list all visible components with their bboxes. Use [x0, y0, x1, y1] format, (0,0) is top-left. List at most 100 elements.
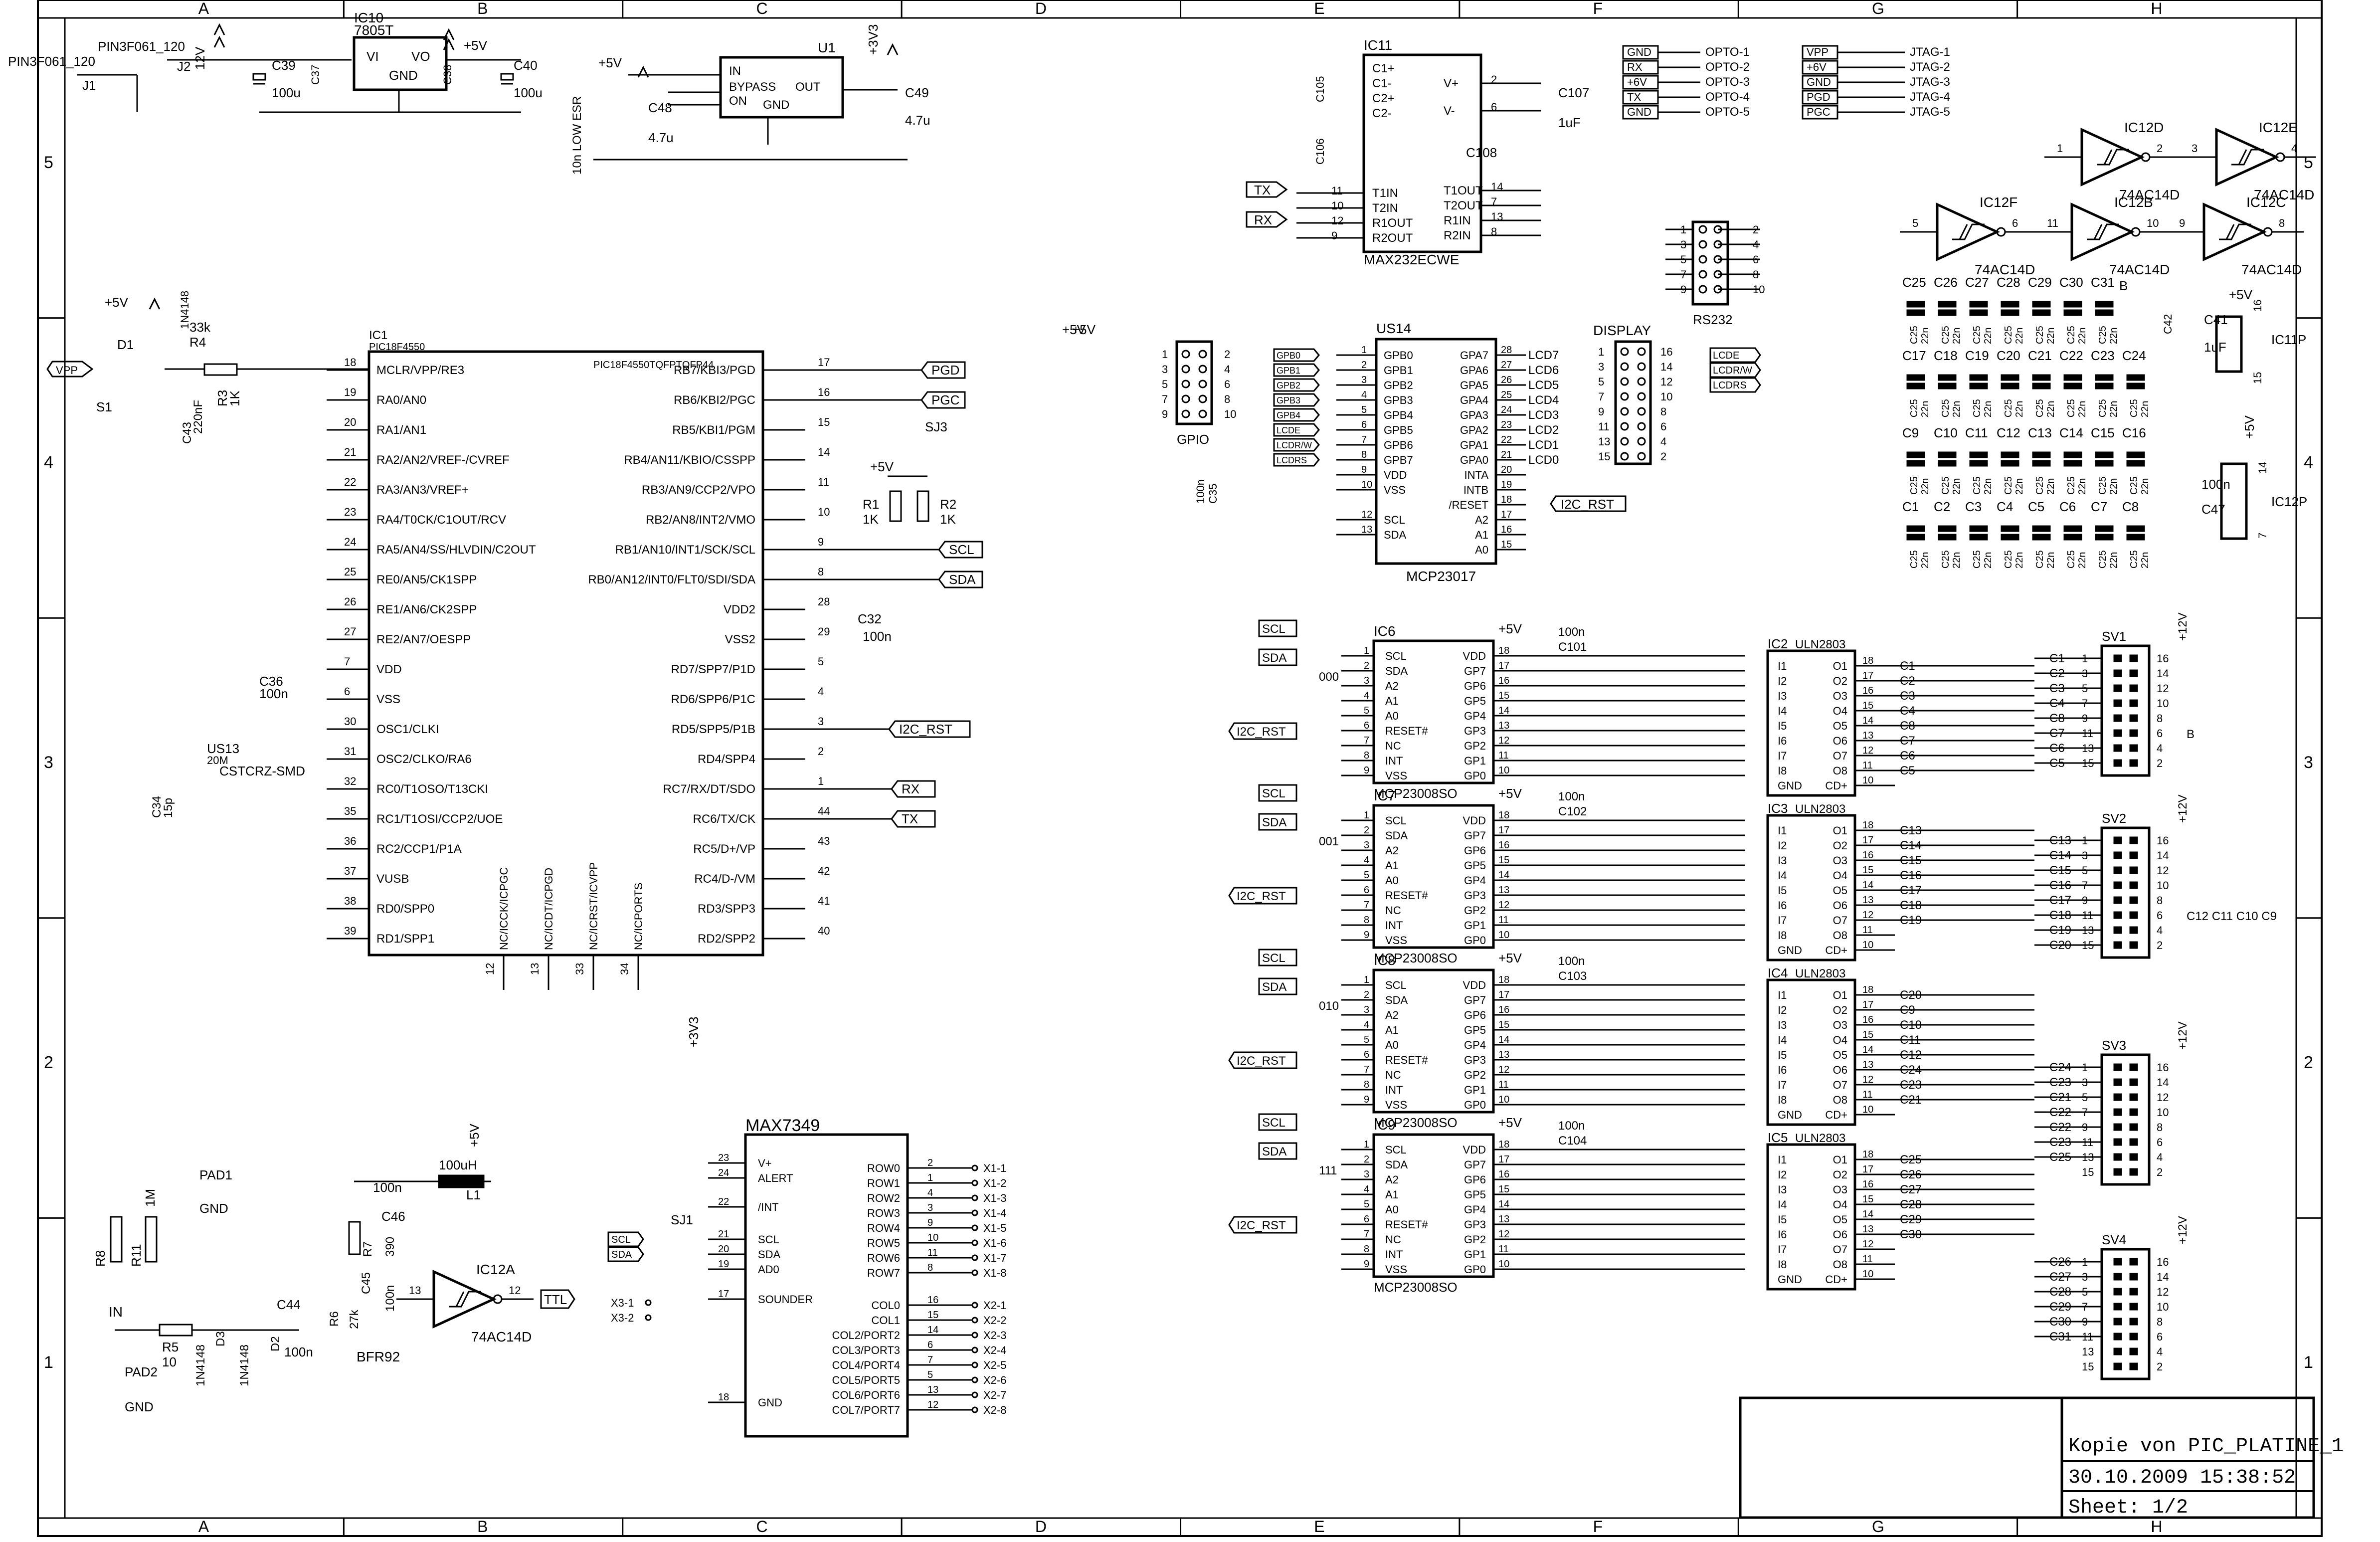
gpio-net-flag-0: [1273, 348, 1320, 362]
mcp23008-name-3: IC9: [1374, 1117, 1396, 1133]
mcp23008-0-left-2: A2: [1385, 680, 1399, 692]
cap-C12-value: 22n: [2014, 478, 2025, 495]
cap-C5-plate-top: [2032, 525, 2051, 532]
uln-name-0: IC2: [1768, 636, 1788, 651]
pic-net-tx: TX: [902, 811, 918, 826]
sv-0-pin-6: 6: [2157, 727, 2163, 740]
sv-1-contact-r-0: [2129, 836, 2138, 844]
cap-C25-ref: C25: [1909, 326, 1920, 344]
uln-2-right-5: O6: [1833, 1064, 1847, 1076]
cap-C4-value: 22n: [2014, 552, 2025, 569]
max7349-right-num-7: 8: [927, 1262, 933, 1273]
ic12b-in-num: 11: [2047, 217, 2058, 229]
gpio-net-0: GPB0: [1277, 351, 1300, 361]
sv-2-contact-l-0: [2113, 1063, 2122, 1071]
uln-1-right-num-3: 15: [1862, 865, 1873, 876]
mcp23017-right-num-13: 15: [1501, 539, 1512, 550]
mcp23008-3-right-1: GP7: [1464, 1158, 1486, 1171]
ic12c-name: IC12C: [2246, 194, 2286, 210]
mcp23008-2-right-num-7: 11: [1498, 1079, 1509, 1090]
cap-C17-ref: C25: [1909, 399, 1920, 417]
mcp23008-1-left-num-7: 8: [1364, 915, 1369, 926]
cap-C9-name: C9: [1902, 425, 1919, 440]
mcp23008-2-left-6: NC: [1385, 1069, 1401, 1081]
sv-3-contact-r-5: [2129, 1333, 2138, 1341]
display-contact-15: [1620, 452, 1629, 461]
cap-C19-ref: C25: [1972, 399, 1983, 417]
max7349-right-10: COL2/PORT2: [832, 1329, 900, 1342]
sv-0-pin-10: 10: [2157, 697, 2169, 710]
mcp23017-right-num-10: 18: [1501, 494, 1512, 505]
mcp23008-0-right-num-8: 10: [1498, 765, 1509, 776]
c107-name: C107: [1558, 85, 1589, 100]
mcp23017-right-num-11: 17: [1501, 509, 1512, 520]
sv-2-pin-15: 15: [2082, 1166, 2094, 1178]
input-stage: PAD1 GND PAD2 GND IN R8 R11 1M R5 10 1N4…: [93, 1123, 491, 1414]
uln-3-left-1: I2: [1778, 1168, 1787, 1181]
mcp23008-body-1: [1372, 804, 1495, 949]
mcp23017-right-13: A0: [1475, 544, 1488, 556]
uln-0-right-8: CD+: [1825, 779, 1847, 792]
cap-C29-name: C29: [2028, 275, 2052, 290]
sv-2-contact-r-2: [2129, 1093, 2138, 1101]
sv-2-contact-r-5: [2129, 1138, 2138, 1146]
max7349-x3-1: X3-2: [611, 1312, 634, 1324]
max7349-term-7: [971, 1269, 978, 1276]
max7349-term-1: [971, 1179, 978, 1186]
mcp23008-2-right-8: GP0: [1464, 1099, 1486, 1111]
uln-3-left-0: I1: [1778, 1154, 1787, 1166]
uln-1-right-0: O1: [1833, 824, 1847, 837]
cap-C10-value: 22n: [1951, 478, 1962, 495]
pic-left-pin-25: RE0/AN5/CK1SPP: [376, 573, 477, 586]
ic12p-pin-v: 14: [2256, 462, 2269, 474]
uln-3-right-num-7: 11: [1862, 1254, 1873, 1265]
cap-C7-ref: C25: [2097, 550, 2108, 569]
sv-1-contact-l-7: [2113, 941, 2122, 949]
uln-1-right-4: O5: [1833, 884, 1847, 897]
cap-C21-value: 22n: [2045, 401, 2056, 417]
mcp23008-expanders: IC6MCP23008SO000100nC101+5VSCL1SDA2A23A1…: [1228, 619, 1745, 1295]
cap-C26-plate-bottom: [1938, 309, 1957, 316]
sj1-name: SJ1: [671, 1212, 693, 1227]
pic-left-pin-7: VDD: [376, 663, 402, 676]
sv-2-contact-r-4: [2129, 1123, 2138, 1131]
display-pin-1: 1: [1598, 346, 1604, 358]
uln-2-left-4: I5: [1778, 1049, 1787, 1061]
pic-bottom-num-13: 13: [529, 963, 541, 975]
sv-3-contact-l-5: [2113, 1333, 2122, 1341]
mcp23008-addr-3: 111: [1319, 1164, 1337, 1177]
gpio-contact-3: [1181, 365, 1190, 374]
uln-2-left-1: I2: [1778, 1004, 1787, 1016]
mcp23017-left-8: VDD: [1384, 469, 1407, 481]
c32-value: 100n: [863, 629, 892, 644]
sv-3-pin-15: 15: [2082, 1360, 2094, 1373]
mcp23008-3-left-num-7: 8: [1364, 1244, 1369, 1255]
frame-column-bottom-D: D: [1035, 1518, 1047, 1536]
cap-C8-plate-bottom: [2126, 534, 2145, 541]
uln-3-right-num-1: 17: [1862, 1164, 1873, 1175]
cap-C14-plate-top: [2063, 451, 2082, 458]
mcp23008-cap-val-3: 100n: [1558, 1119, 1585, 1133]
gpio-pin-9: 9: [1162, 408, 1168, 420]
uln-2-right-8: CD+: [1825, 1109, 1847, 1121]
sv-2-contact-r-3: [2129, 1108, 2138, 1116]
cap-C13-ref: C25: [2034, 476, 2045, 495]
jtag-net-1: +6V: [1807, 61, 1827, 73]
max7349-left-3: SCL: [758, 1233, 779, 1246]
sv-0-pin-4: 4: [2157, 742, 2163, 755]
cap-C13-plate-bottom: [2032, 460, 2051, 467]
pic-right-num-42: 42: [818, 865, 830, 877]
max7349-net-0: SCL: [611, 1234, 631, 1245]
mcp23008-3-flag-sda: [1258, 1142, 1297, 1160]
max232-ic11: IC11 MAX232ECWE C1+C1-C2+C2-T1IN11T2IN10…: [1246, 37, 1589, 267]
frame-column-bottom-G: G: [1872, 1518, 1884, 1536]
pic-right-num-41: 41: [818, 895, 830, 907]
mcp23008-3-left-num-6: 7: [1364, 1229, 1369, 1240]
cap-C17-name: C17: [1902, 348, 1926, 363]
pic-bottom-pin-13: NC/ICDT/ICPGD: [543, 868, 555, 950]
ic12c-in-num: 9: [2179, 217, 2185, 229]
c48-name: C48: [648, 100, 672, 115]
cap-C29-value: 22n: [2045, 328, 2056, 344]
